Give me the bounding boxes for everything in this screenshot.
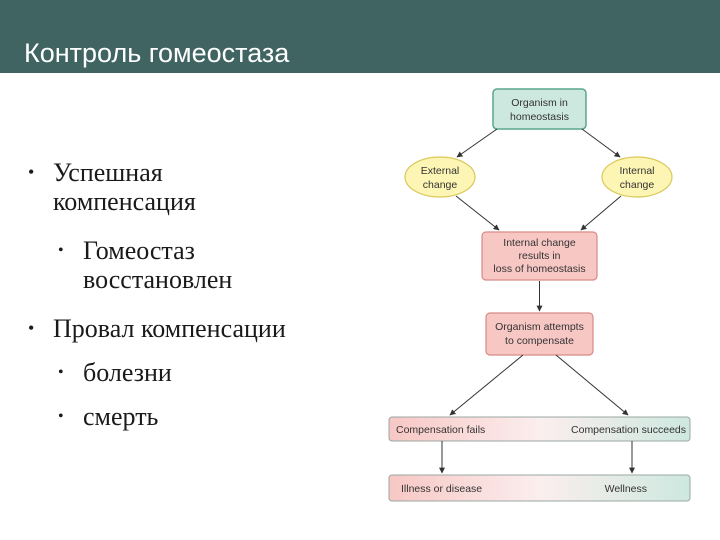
slide-title: Контроль гомеостаза xyxy=(24,38,290,68)
bullet-marker: • xyxy=(58,364,64,381)
bullet-item: • Гомеостаз восстановлен xyxy=(58,236,232,294)
node-label-line: Internal xyxy=(619,165,654,177)
node-label-line: Organism in xyxy=(511,97,568,109)
bullet-item: • Провал компенсации xyxy=(28,314,286,343)
node-external-change: External change xyxy=(404,156,476,198)
node-label-line: change xyxy=(620,179,655,191)
bullet-list: • Успешная компенсация • Гомеостаз восст… xyxy=(28,158,286,431)
arrow-organism-to-internal xyxy=(581,128,621,158)
bullet-item: • Успешная компенсация xyxy=(28,158,196,216)
flow-arrows xyxy=(439,128,635,474)
node-compensation-outcome: Compensation fails Compensation succeeds xyxy=(388,416,691,442)
bullet-text: смерть xyxy=(83,402,159,431)
bullet-text: Провал компенсации xyxy=(53,314,286,343)
bullet-item: • смерть xyxy=(58,402,158,431)
arrow-internal-to-loss xyxy=(580,195,622,231)
bullet-text: болезни xyxy=(83,358,172,387)
bullet-text: компенсация xyxy=(53,187,196,216)
bullet-item: • болезни xyxy=(58,358,172,387)
node-label-line: homeostasis xyxy=(510,111,569,123)
node-loss-of-homeostasis: Internal change results in loss of homeo… xyxy=(481,231,598,281)
node-label-line: Organism attempts xyxy=(495,321,584,333)
node-label-line: loss of homeostasis xyxy=(493,263,585,275)
bullet-marker: • xyxy=(28,162,35,182)
node-attempts-compensate: Organism attempts to compensate xyxy=(485,312,594,356)
arrow-external-to-loss xyxy=(455,195,500,231)
bullet-text: восстановлен xyxy=(83,265,233,294)
node-label-line: results in xyxy=(518,250,560,262)
arrow-attempts-to-fails xyxy=(449,354,524,416)
node-final-outcome: Illness or disease Wellness xyxy=(388,474,691,502)
bullet-text: Успешная xyxy=(53,158,163,187)
label-wellness: Wellness xyxy=(605,483,647,495)
label-illness-disease: Illness or disease xyxy=(401,483,482,495)
bullet-text: Гомеостаз xyxy=(83,236,195,265)
arrow-organism-to-external xyxy=(456,128,498,158)
node-internal-change: Internal change xyxy=(601,156,673,198)
node-label-line: to compensate xyxy=(505,335,574,347)
slide-header: Контроль гомеостаза xyxy=(0,0,720,73)
arrow-attempts-to-succeeds xyxy=(555,354,629,416)
label-compensation-fails: Compensation fails xyxy=(396,424,485,436)
node-label-line: change xyxy=(423,179,458,191)
bullet-marker: • xyxy=(28,318,35,338)
bullet-marker: • xyxy=(58,242,64,259)
label-compensation-succeeds: Compensation succeeds xyxy=(571,424,686,436)
node-label-line: External xyxy=(421,165,460,177)
bullet-marker: • xyxy=(58,408,64,425)
node-label-line: Internal change xyxy=(503,237,576,249)
node-organism-homeostasis: Organism in homeostasis xyxy=(492,88,587,130)
